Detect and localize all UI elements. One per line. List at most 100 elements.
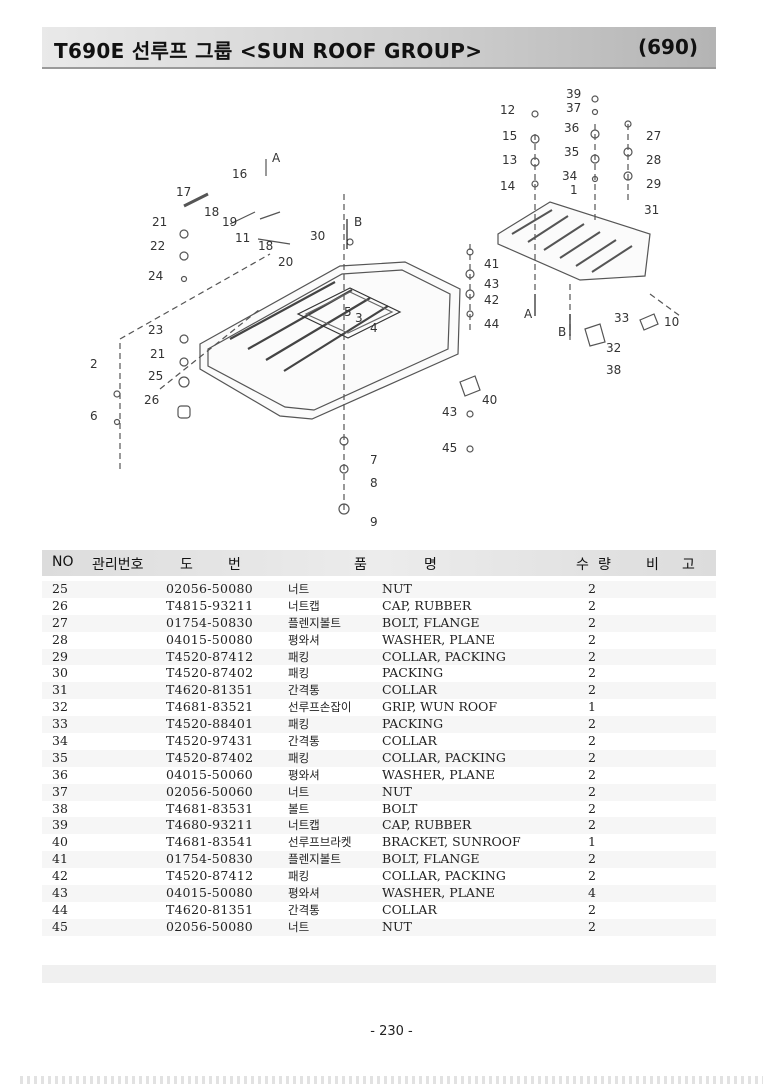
cell-english-name: COLLAR, PACKING: [382, 749, 506, 765]
cell-english-name: BOLT: [382, 800, 418, 816]
cell-quantity: 2: [588, 614, 596, 630]
cell-no: 39: [52, 817, 68, 833]
callout-label: 4: [370, 321, 378, 335]
callout-label: A: [272, 151, 281, 165]
callout-label: 23: [148, 323, 163, 337]
callout-label: 2: [90, 357, 98, 371]
cell-quantity: 2: [588, 631, 596, 647]
cell-part-number: 02056-50080: [166, 581, 254, 596]
cell-part-number: T4620-81351: [166, 901, 254, 917]
callout-label: 25: [148, 369, 163, 383]
cell-korean-name: 선루프브라켓: [288, 835, 352, 850]
cell-korean-name: 간격통: [288, 902, 320, 917]
cell-no: 28: [52, 631, 68, 647]
cell-english-name: GRIP, WUN ROOF: [382, 699, 498, 715]
cell-quantity: 2: [588, 817, 596, 833]
callout-label: 43: [442, 405, 457, 419]
callout-label: 32: [606, 341, 621, 355]
callout-label: 42: [484, 293, 499, 307]
col-header-bi: 비: [646, 557, 659, 573]
cell-korean-name: 평와셔: [288, 767, 320, 782]
cell-korean-name: 간격통: [288, 683, 320, 698]
cell-no: 45: [52, 918, 68, 934]
cell-no: 40: [52, 834, 68, 850]
cell-quantity: 2: [588, 800, 596, 816]
cell-english-name: WASHER, PLANE: [382, 766, 496, 782]
cell-quantity: 2: [588, 648, 596, 664]
callout-label: 39: [566, 87, 581, 101]
callout-label: 34: [562, 169, 577, 183]
roof-panel: [199, 261, 461, 420]
callout-label: 9: [370, 515, 378, 529]
callout-label: 15: [502, 129, 517, 143]
cell-korean-name: 플렌지볼트: [288, 852, 341, 867]
cell-no: 34: [52, 733, 68, 749]
callout-label: 14: [500, 179, 515, 193]
cell-korean-name: 패킹: [288, 649, 310, 664]
callout-label: 45: [442, 441, 457, 455]
cell-no: 43: [52, 885, 68, 901]
cell-quantity: 2: [588, 581, 596, 596]
cell-quantity: 2: [588, 597, 596, 613]
cell-part-number: T4680-93211: [166, 817, 254, 833]
cell-english-name: PACKING: [382, 665, 444, 681]
cell-no: 31: [52, 682, 68, 698]
cell-quantity: 2: [588, 716, 596, 732]
cell-no: 33: [52, 716, 68, 732]
col-header-myeong: 명: [424, 557, 437, 573]
callout-label: 31: [644, 203, 659, 217]
cell-korean-name: 평와셔: [288, 632, 320, 647]
cell-english-name: COLLAR, PACKING: [382, 648, 506, 664]
callout-label: 19: [222, 215, 237, 229]
callout-label: 29: [646, 177, 661, 191]
sunroof-frame: [296, 287, 402, 339]
callout-label: 5: [344, 305, 352, 319]
cell-quantity: 2: [588, 733, 596, 749]
callout-label: 40: [482, 393, 497, 407]
cell-english-name: CAP, RUBBER: [382, 597, 472, 613]
callout-label: 38: [606, 363, 621, 377]
cell-english-name: COLLAR: [382, 682, 437, 698]
cell-quantity: 2: [588, 851, 596, 867]
cell-quantity: 2: [588, 868, 596, 884]
callout-label: 10: [664, 315, 679, 329]
col-header-su: 수: [576, 557, 589, 573]
callout-label: 36: [564, 121, 579, 135]
sunroof-glass: [497, 201, 651, 281]
cell-no: 29: [52, 648, 68, 664]
cell-english-name: COLLAR: [382, 733, 437, 749]
cell-no: 30: [52, 665, 68, 681]
callout-label: 37: [566, 101, 581, 115]
cell-korean-name: 패킹: [288, 717, 310, 732]
cell-no: 32: [52, 699, 68, 715]
cell-quantity: 2: [588, 901, 596, 917]
col-header-do: 도: [180, 557, 193, 573]
cell-part-number: T4520-87402: [166, 749, 254, 765]
col-header-go: 고: [682, 557, 695, 573]
cell-english-name: WASHER, PLANE: [382, 631, 496, 647]
cell-english-name: COLLAR, PACKING: [382, 868, 506, 884]
table-footer-band: [42, 965, 716, 983]
cell-english-name: BOLT, FLANGE: [382, 851, 480, 867]
exploded-parts-diagram: 1 2 3 4 5 6 7 8 9 10 11 12 13 14 15 16 1…: [90, 87, 681, 529]
callout-label: 27: [646, 129, 661, 143]
cell-english-name: WASHER, PLANE: [382, 885, 496, 901]
cell-quantity: 2: [588, 682, 596, 698]
cell-part-number: 04015-50060: [166, 766, 254, 782]
cell-part-number: 02056-50060: [166, 783, 254, 799]
cell-quantity: 2: [588, 766, 596, 782]
callout-label: 1: [570, 183, 578, 197]
cell-part-number: 01754-50830: [166, 851, 254, 867]
cell-part-number: T4520-97431: [166, 733, 254, 749]
